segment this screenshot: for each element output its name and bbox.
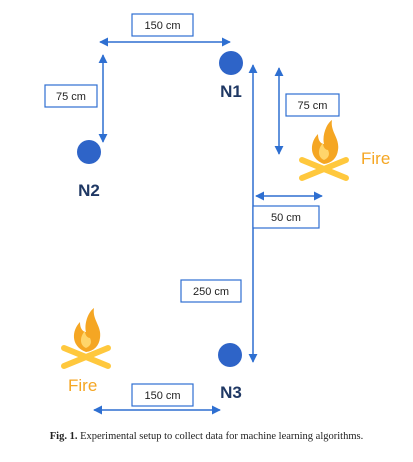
node-n3-marker: [218, 343, 242, 367]
node-n1-label: N1: [220, 82, 242, 101]
fire-right: Fire: [299, 120, 390, 181]
node-n2: N2: [77, 140, 101, 200]
dimension-top-label: 150 cm: [144, 20, 180, 32]
dimension-vertical-label: 250 cm: [193, 286, 229, 298]
dimension-top-box: [131, 13, 194, 37]
dimension-left-box: [44, 84, 98, 108]
node-n1-marker: [219, 51, 243, 75]
figure-caption: Fig. 1. Experimental setup to collect da…: [0, 431, 413, 442]
dimension-bottom: 150 cm: [93, 383, 221, 415]
dimension-top: 150 cm: [99, 13, 231, 47]
dimension-right-upper-label: 75 cm: [298, 100, 328, 112]
dimension-right-offset-box: [252, 205, 320, 229]
node-n3: N3: [218, 343, 242, 402]
node-n2-label: N2: [78, 181, 100, 200]
dimension-right-upper: 75 cm: [274, 67, 340, 155]
dimension-left-label: 75 cm: [56, 91, 86, 103]
experimental-setup-diagram: 150 cm 75 cm N1 N2 250 cm 75 cm 50 cm: [44, 13, 390, 415]
fire-left: Fire: [61, 308, 111, 395]
figure-caption-text: Experimental setup to collect data for m…: [80, 431, 364, 442]
node-n1: N1: [219, 51, 243, 101]
figure-number: Fig. 1.: [49, 431, 78, 442]
dimension-right-offset: 50 cm: [252, 191, 323, 229]
dimension-bottom-label: 150 cm: [144, 390, 180, 402]
dimension-right-upper-box: [285, 93, 340, 117]
dimension-vertical: 250 cm: [180, 64, 258, 363]
node-n3-label: N3: [220, 383, 242, 402]
fire-right-label: Fire: [361, 149, 390, 168]
node-n2-marker: [77, 140, 101, 164]
fire-icon: [299, 120, 349, 181]
dimension-bottom-box: [131, 383, 194, 407]
dimension-left: 75 cm: [44, 54, 108, 143]
dimension-vertical-box: [180, 279, 242, 303]
fire-left-label: Fire: [68, 376, 97, 395]
dimension-right-offset-label: 50 cm: [271, 212, 301, 224]
fire-icon: [61, 308, 111, 369]
